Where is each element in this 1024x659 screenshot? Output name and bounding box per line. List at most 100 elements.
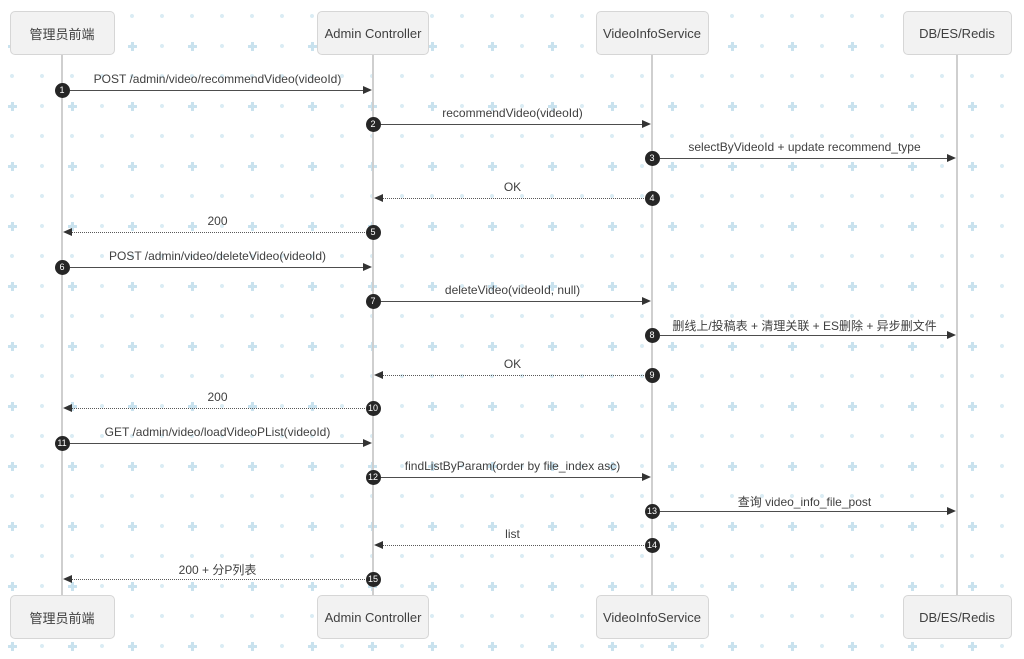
grid-plus-icon <box>548 402 557 411</box>
grid-plus-icon <box>128 342 137 351</box>
grid-plus-icon <box>128 282 137 291</box>
grid-plus-icon <box>188 462 197 471</box>
message-7-label: deleteVideo(videoId, null) <box>444 283 581 297</box>
grid-plus-icon <box>128 462 137 471</box>
lifeline-db-es-redis <box>956 55 958 595</box>
grid-plus-icon <box>968 402 977 411</box>
grid-plus-icon <box>608 102 617 111</box>
arrow-head-icon <box>363 86 372 94</box>
participant-video-info-service-top: VideoInfoService <box>595 11 709 55</box>
grid-plus-icon <box>428 102 437 111</box>
arrow-head-icon <box>374 371 383 379</box>
message-15-label: 200 + 分P列表 <box>178 563 257 577</box>
message-10-number-badge: 10 <box>365 400 381 416</box>
grid-plus-icon <box>128 582 137 591</box>
grid-plus-icon <box>608 222 617 231</box>
grid-plus-icon <box>848 282 857 291</box>
grid-plus-icon <box>68 402 77 411</box>
grid-plus-icon <box>608 162 617 171</box>
grid-plus-icon <box>308 102 317 111</box>
grid-plus-icon <box>788 282 797 291</box>
message-12-label: findListByParam(order by file_index asc) <box>404 459 621 473</box>
message-6-number-badge: 6 <box>54 259 70 275</box>
message-1-line <box>70 90 363 91</box>
grid-plus-icon <box>728 582 737 591</box>
grid-plus-icon <box>488 462 497 471</box>
grid-plus-icon <box>488 342 497 351</box>
grid-plus-icon <box>788 222 797 231</box>
message-11-number-badge: 11 <box>54 435 70 451</box>
grid-plus-icon <box>728 222 737 231</box>
participant-admin-frontend-bottom: 管理员前端 <box>9 595 115 639</box>
grid-plus-icon <box>428 402 437 411</box>
grid-plus-icon <box>548 42 557 51</box>
grid-plus-icon <box>848 642 857 651</box>
message-1-label: POST /admin/video/recommendVideo(videoId… <box>93 72 342 86</box>
grid-plus-icon <box>968 582 977 591</box>
grid-plus-icon <box>548 582 557 591</box>
grid-plus-icon <box>968 342 977 351</box>
grid-plus-icon <box>248 402 257 411</box>
grid-plus-icon <box>668 282 677 291</box>
grid-plus-icon <box>788 522 797 531</box>
grid-plus-icon <box>128 402 137 411</box>
grid-plus-icon <box>608 402 617 411</box>
grid-plus-icon <box>8 462 17 471</box>
grid-plus-icon <box>788 642 797 651</box>
message-6-line <box>70 267 363 268</box>
grid-plus-icon <box>788 342 797 351</box>
grid-plus-icon <box>908 522 917 531</box>
grid-plus-icon <box>68 342 77 351</box>
grid-plus-icon <box>728 342 737 351</box>
grid-plus-icon <box>308 282 317 291</box>
grid-plus-icon <box>188 582 197 591</box>
grid-plus-icon <box>608 462 617 471</box>
grid-plus-icon <box>188 402 197 411</box>
grid-plus-icon <box>188 42 197 51</box>
arrow-head-icon <box>642 120 651 128</box>
grid-plus-icon <box>968 642 977 651</box>
arrow-head-icon <box>947 154 956 162</box>
grid-plus-icon <box>428 642 437 651</box>
grid-plus-icon <box>128 42 137 51</box>
grid-plus-icon <box>68 522 77 531</box>
message-15-number-badge: 15 <box>365 571 381 587</box>
grid-plus-icon <box>728 522 737 531</box>
grid-plus-icon <box>728 402 737 411</box>
grid-plus-icon <box>788 102 797 111</box>
participant-db-es-redis-bottom: DB/ES/Redis <box>902 595 1012 639</box>
grid-plus-icon <box>248 642 257 651</box>
grid-plus-icon <box>308 42 317 51</box>
grid-plus-icon <box>308 582 317 591</box>
grid-plus-icon <box>68 222 77 231</box>
grid-plus-icon <box>428 222 437 231</box>
grid-plus-icon <box>968 522 977 531</box>
message-8-label: 删线上/投稿表 + 清理关联 + ES删除 + 异步删文件 <box>672 319 937 333</box>
grid-plus-icon <box>8 342 17 351</box>
grid-plus-icon <box>308 522 317 531</box>
grid-plus-icon <box>968 162 977 171</box>
message-7-line <box>381 301 642 302</box>
grid-plus-icon <box>548 342 557 351</box>
grid-plus-icon <box>848 342 857 351</box>
grid-plus-icon <box>308 402 317 411</box>
grid-plus-icon <box>248 42 257 51</box>
message-2-label: recommendVideo(videoId) <box>442 106 583 120</box>
grid-plus-icon <box>488 582 497 591</box>
lifeline-video-info-service <box>651 55 653 595</box>
participant-db-es-redis-top: DB/ES/Redis <box>902 11 1012 55</box>
message-2-line <box>381 124 642 125</box>
grid-plus-icon <box>848 522 857 531</box>
grid-plus-icon <box>668 462 677 471</box>
grid-plus-icon <box>308 462 317 471</box>
grid-plus-icon <box>428 462 437 471</box>
grid-plus-icon <box>188 522 197 531</box>
grid-plus-icon <box>488 282 497 291</box>
grid-plus-icon <box>308 642 317 651</box>
message-13-label: 查询 video_info_file_post <box>737 495 872 509</box>
grid-plus-icon <box>248 522 257 531</box>
grid-plus-icon <box>848 582 857 591</box>
grid-plus-icon <box>548 522 557 531</box>
grid-plus-icon <box>608 522 617 531</box>
grid-plus-icon <box>308 162 317 171</box>
